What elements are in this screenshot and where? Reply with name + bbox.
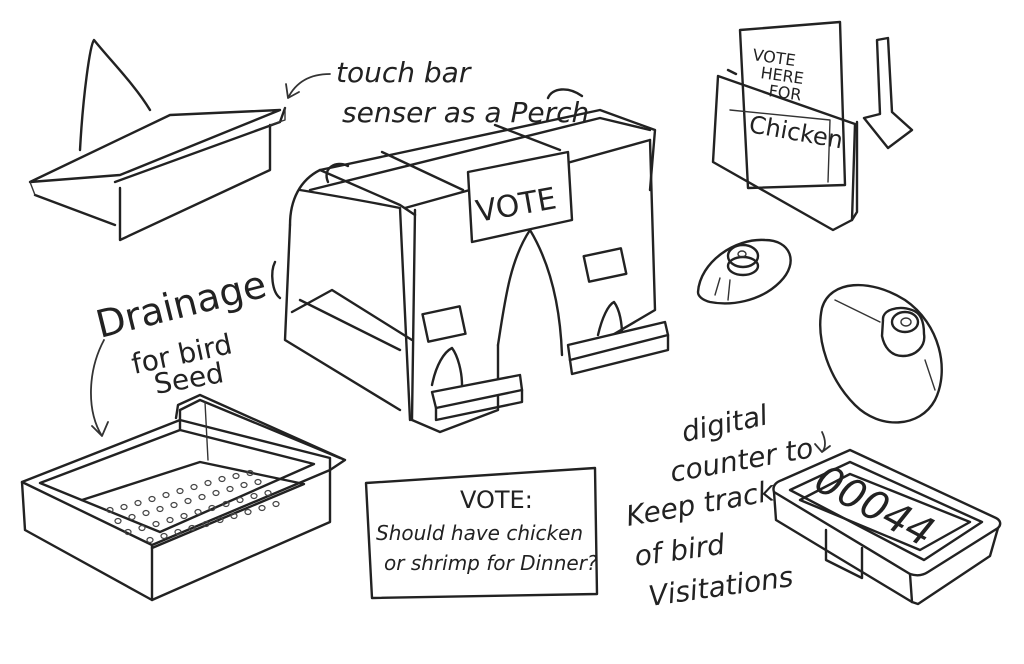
arrow-to-tray: [90, 339, 109, 437]
arrow-to-perch: [285, 73, 331, 99]
drain-holes: [106, 469, 280, 544]
vote-feeder: VOTE: [271, 88, 670, 434]
counter-annotation: digital counter to Keep track of bird Vi…: [623, 398, 815, 613]
vote-card: VOTE: Should have chicken or shrimp for …: [364, 466, 599, 600]
touch-bar-line1: touch bar: [336, 56, 472, 89]
drainage-annotation: Drainage for bird Seed: [92, 262, 271, 401]
perch-sketch: [28, 38, 287, 242]
feeder-vote-sign: [466, 150, 574, 244]
sign-holder: VOTE HERE FOR Chicken: [711, 20, 859, 232]
vote-card-title: VOTE:: [460, 486, 533, 514]
counter-line4: of bird: [632, 528, 727, 573]
vote-card-line2: or shrimp for Dinner?: [384, 551, 598, 575]
drainage-tray: [20, 393, 347, 602]
touch-bar-line2: senser as a Perch: [342, 96, 589, 129]
suction-cup-large: [819, 283, 943, 424]
arrow-to-counter: [814, 431, 831, 453]
suction-cup-small: [696, 238, 792, 305]
sign-line3: FOR: [767, 81, 802, 104]
down-arrow-icon: [862, 36, 914, 150]
vote-card-line1: Should have chicken: [376, 521, 583, 545]
drainage-line1: Drainage: [92, 262, 271, 347]
touch-bar-annotation: touch bar senser as a Perch: [336, 56, 589, 129]
digital-counter: 00044: [772, 448, 1002, 606]
counter-display: 00044: [807, 456, 941, 556]
